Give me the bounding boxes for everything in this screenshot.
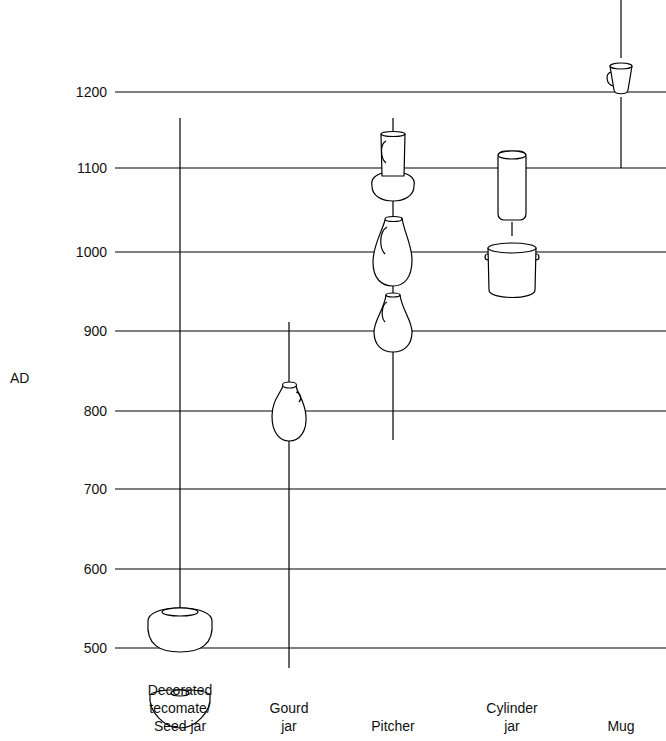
column-label: Cylinder jar xyxy=(479,699,545,735)
axis-value: 1000 xyxy=(40,243,107,261)
axis-title: AD xyxy=(10,369,29,387)
column-label: Decorated tecomate/ Seed jar xyxy=(140,681,220,735)
vessel-drawings xyxy=(148,63,632,728)
grid-lines xyxy=(115,92,666,648)
axis-value: 1200 xyxy=(40,83,107,101)
axis-value: 1100 xyxy=(40,159,107,177)
range-lines xyxy=(180,0,621,668)
column-label: Pitcher xyxy=(358,717,428,735)
column-label: Gourd jar xyxy=(264,699,314,735)
axis-value: 500 xyxy=(40,639,107,657)
column-label: Mug xyxy=(591,717,651,735)
axis-value: 800 xyxy=(40,402,107,420)
axis-value: 900 xyxy=(40,322,107,340)
axis-value: 700 xyxy=(40,480,107,498)
axis-value: 600 xyxy=(40,560,107,578)
